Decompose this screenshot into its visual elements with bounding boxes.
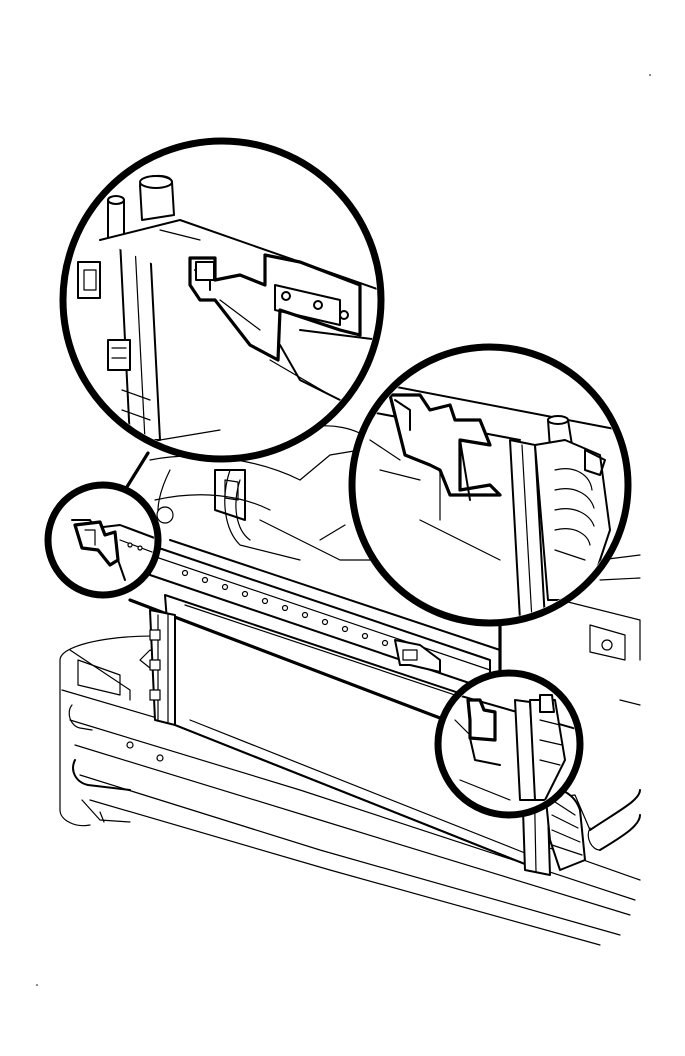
upper-right-bracket-detail <box>348 343 632 627</box>
radiator-core <box>128 539 586 876</box>
stray-mark <box>36 984 38 986</box>
small-right-callout <box>434 669 584 819</box>
upper-left-bracket-detail <box>59 137 385 463</box>
small-left-callout <box>44 481 162 599</box>
leader-line-upper-left <box>123 451 150 492</box>
stray-mark <box>649 74 651 76</box>
